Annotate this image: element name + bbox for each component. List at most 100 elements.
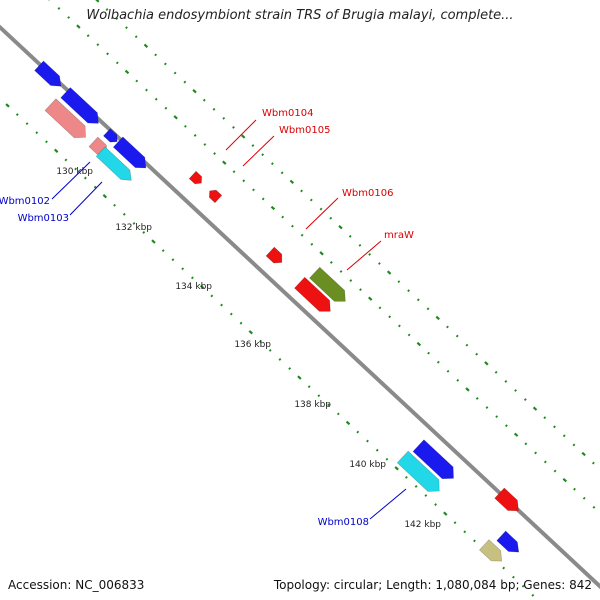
position-label: 138 kbp: [294, 400, 331, 410]
gene-arrow-cyan: [396, 450, 440, 492]
tick-mark: [259, 339, 262, 343]
tick-mark: [76, 24, 81, 29]
tick-mark: [521, 584, 525, 588]
gene-arrow-red: [265, 246, 283, 264]
tick-mark: [161, 249, 165, 253]
tick-mark: [456, 378, 460, 382]
tick-mark: [25, 122, 29, 126]
tick-mark: [436, 360, 440, 364]
tick-mark: [465, 343, 469, 347]
tick-mark: [113, 203, 116, 207]
tick-mark: [511, 575, 515, 579]
tick-mark: [573, 487, 576, 491]
tick-mark: [229, 312, 233, 316]
tick-mark: [154, 97, 158, 101]
tick-mark: [239, 321, 243, 325]
gene-label-leader: [369, 488, 407, 520]
tick-mark: [582, 496, 586, 500]
tick-mark: [434, 503, 437, 507]
tick-mark: [74, 167, 78, 171]
tick-mark: [358, 243, 362, 247]
tick-mark: [173, 71, 177, 75]
gene-label: Wbm0108: [318, 517, 369, 528]
tick-mark: [183, 80, 187, 84]
tick-mark: [57, 7, 61, 10]
tick-mark: [307, 385, 311, 389]
gene-label-leader: [346, 240, 382, 271]
tick-mark: [102, 194, 108, 199]
tick-mark: [240, 134, 246, 139]
tick-mark: [115, 17, 119, 21]
gene-label-leader: [242, 135, 275, 167]
tick-mark: [115, 61, 119, 65]
tick-mark: [443, 511, 448, 516]
gene-arrow-red: [188, 170, 203, 185]
tick-mark: [261, 153, 265, 157]
tick-mark: [154, 53, 158, 57]
tick-track-inner-upper: [48, 0, 596, 509]
tick-mark: [329, 261, 333, 264]
tick-mark: [45, 140, 48, 144]
tick-mark: [465, 387, 470, 392]
tick-mark: [581, 451, 586, 457]
gene-label-leader: [51, 161, 91, 200]
tick-mark: [453, 521, 457, 525]
tick-mark: [190, 276, 194, 280]
tick-mark: [348, 234, 352, 238]
gene-arrow-pink: [44, 98, 86, 139]
tick-mark: [407, 333, 411, 337]
tick-mark: [83, 176, 87, 180]
tick-mark: [572, 443, 576, 447]
tick-mark: [280, 171, 284, 175]
tick-mark: [193, 134, 197, 137]
tick-mark: [300, 233, 304, 237]
tick-mark: [232, 170, 236, 174]
tick-mark: [495, 415, 499, 419]
tick-mark: [192, 88, 197, 94]
tick-mark: [397, 280, 401, 284]
gene-arrow-blue: [496, 530, 520, 553]
tick-mark: [142, 231, 146, 234]
tick-mark: [345, 420, 351, 426]
tick-mark: [368, 253, 372, 256]
tick-mark: [484, 361, 489, 366]
tick-mark: [416, 298, 420, 302]
gene-label: Wbm0106: [342, 188, 393, 199]
tick-mark: [543, 460, 547, 464]
position-label: 134 kbp: [175, 282, 212, 292]
tick-mark: [86, 34, 90, 38]
tick-mark: [504, 424, 508, 428]
position-label: 130 kbp: [56, 167, 93, 177]
tick-mark: [125, 26, 128, 30]
tick-mark: [222, 160, 227, 165]
tick-mark: [455, 334, 459, 338]
tick-track-outer-upper: [95, 0, 595, 465]
tick-mark: [122, 212, 126, 216]
tick-mark: [181, 267, 185, 271]
tick-mark: [289, 179, 295, 185]
gene-label: Wbm0103: [18, 213, 69, 224]
gene-arrow-blue: [34, 60, 62, 87]
gene-label: Wbm0105: [279, 125, 330, 136]
tick-mark: [378, 306, 382, 310]
tick-mark: [386, 270, 392, 275]
gene-arrow-olive: [309, 266, 346, 302]
tick-mark: [53, 148, 59, 153]
tick-mark: [151, 239, 156, 244]
gene-label-leader: [225, 119, 257, 151]
tick-mark: [134, 35, 138, 39]
tick-mark: [317, 394, 321, 398]
tick-mark: [143, 43, 149, 48]
tick-mark: [203, 143, 207, 146]
tick-mark: [270, 205, 276, 211]
accession-label: Accession: NC_006833: [8, 578, 145, 592]
tick-mark: [95, 0, 100, 3]
tick-mark: [220, 303, 223, 307]
tick-mark: [105, 8, 109, 11]
tick-mark: [494, 370, 498, 374]
tick-mark: [446, 325, 449, 329]
tick-mark: [368, 296, 373, 301]
tick-mark: [281, 215, 285, 219]
